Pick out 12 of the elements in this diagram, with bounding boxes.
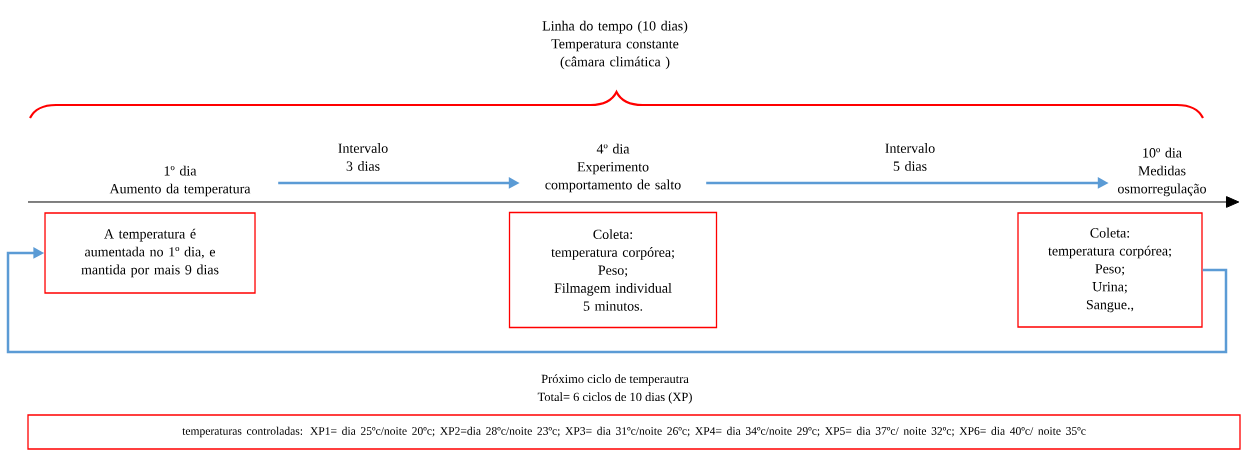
arrow	[6, 247, 1228, 354]
day-label: 1º dia Aumento da temperatura	[109, 165, 251, 197]
day-label: 4º dia Experimento comportamento de salto	[545, 143, 681, 193]
note-box: temperaturas controladas: XP1= dia 25ºc/noite 20ºc; XP2=dia 28ºc/noite 23ºc; XP3= dia 31ºc/noite 26ºc; XP4= dia 34ºc/noite 29ºc; XP5= dia 37ºc/ noite 32ºc; XP6= dia 40ºc/ noite 35ºc	[27, 414, 1241, 450]
note-box: A temperatura é aumentada no 1º dia, e mantida por mais 9 dias	[44, 212, 256, 294]
note-box: Coleta: temperatura corpórea; Peso; Urina; Sangue.,	[1017, 212, 1203, 328]
note-text: Próximo ciclo de temperautra	[541, 374, 689, 386]
day-label: 10º dia Medidas osmorregulação	[1118, 147, 1206, 197]
edge-label: Intervalo 3 dias	[327, 142, 399, 172]
edge-label: Intervalo 5 dias	[874, 142, 946, 172]
title: Linha do tempo (10 dias) Temperatura constante (câmara climática )	[542, 20, 688, 70]
note-box: Coleta: temperatura corpórea; Peso; Filmagem individual 5 minutos.	[508, 211, 718, 329]
